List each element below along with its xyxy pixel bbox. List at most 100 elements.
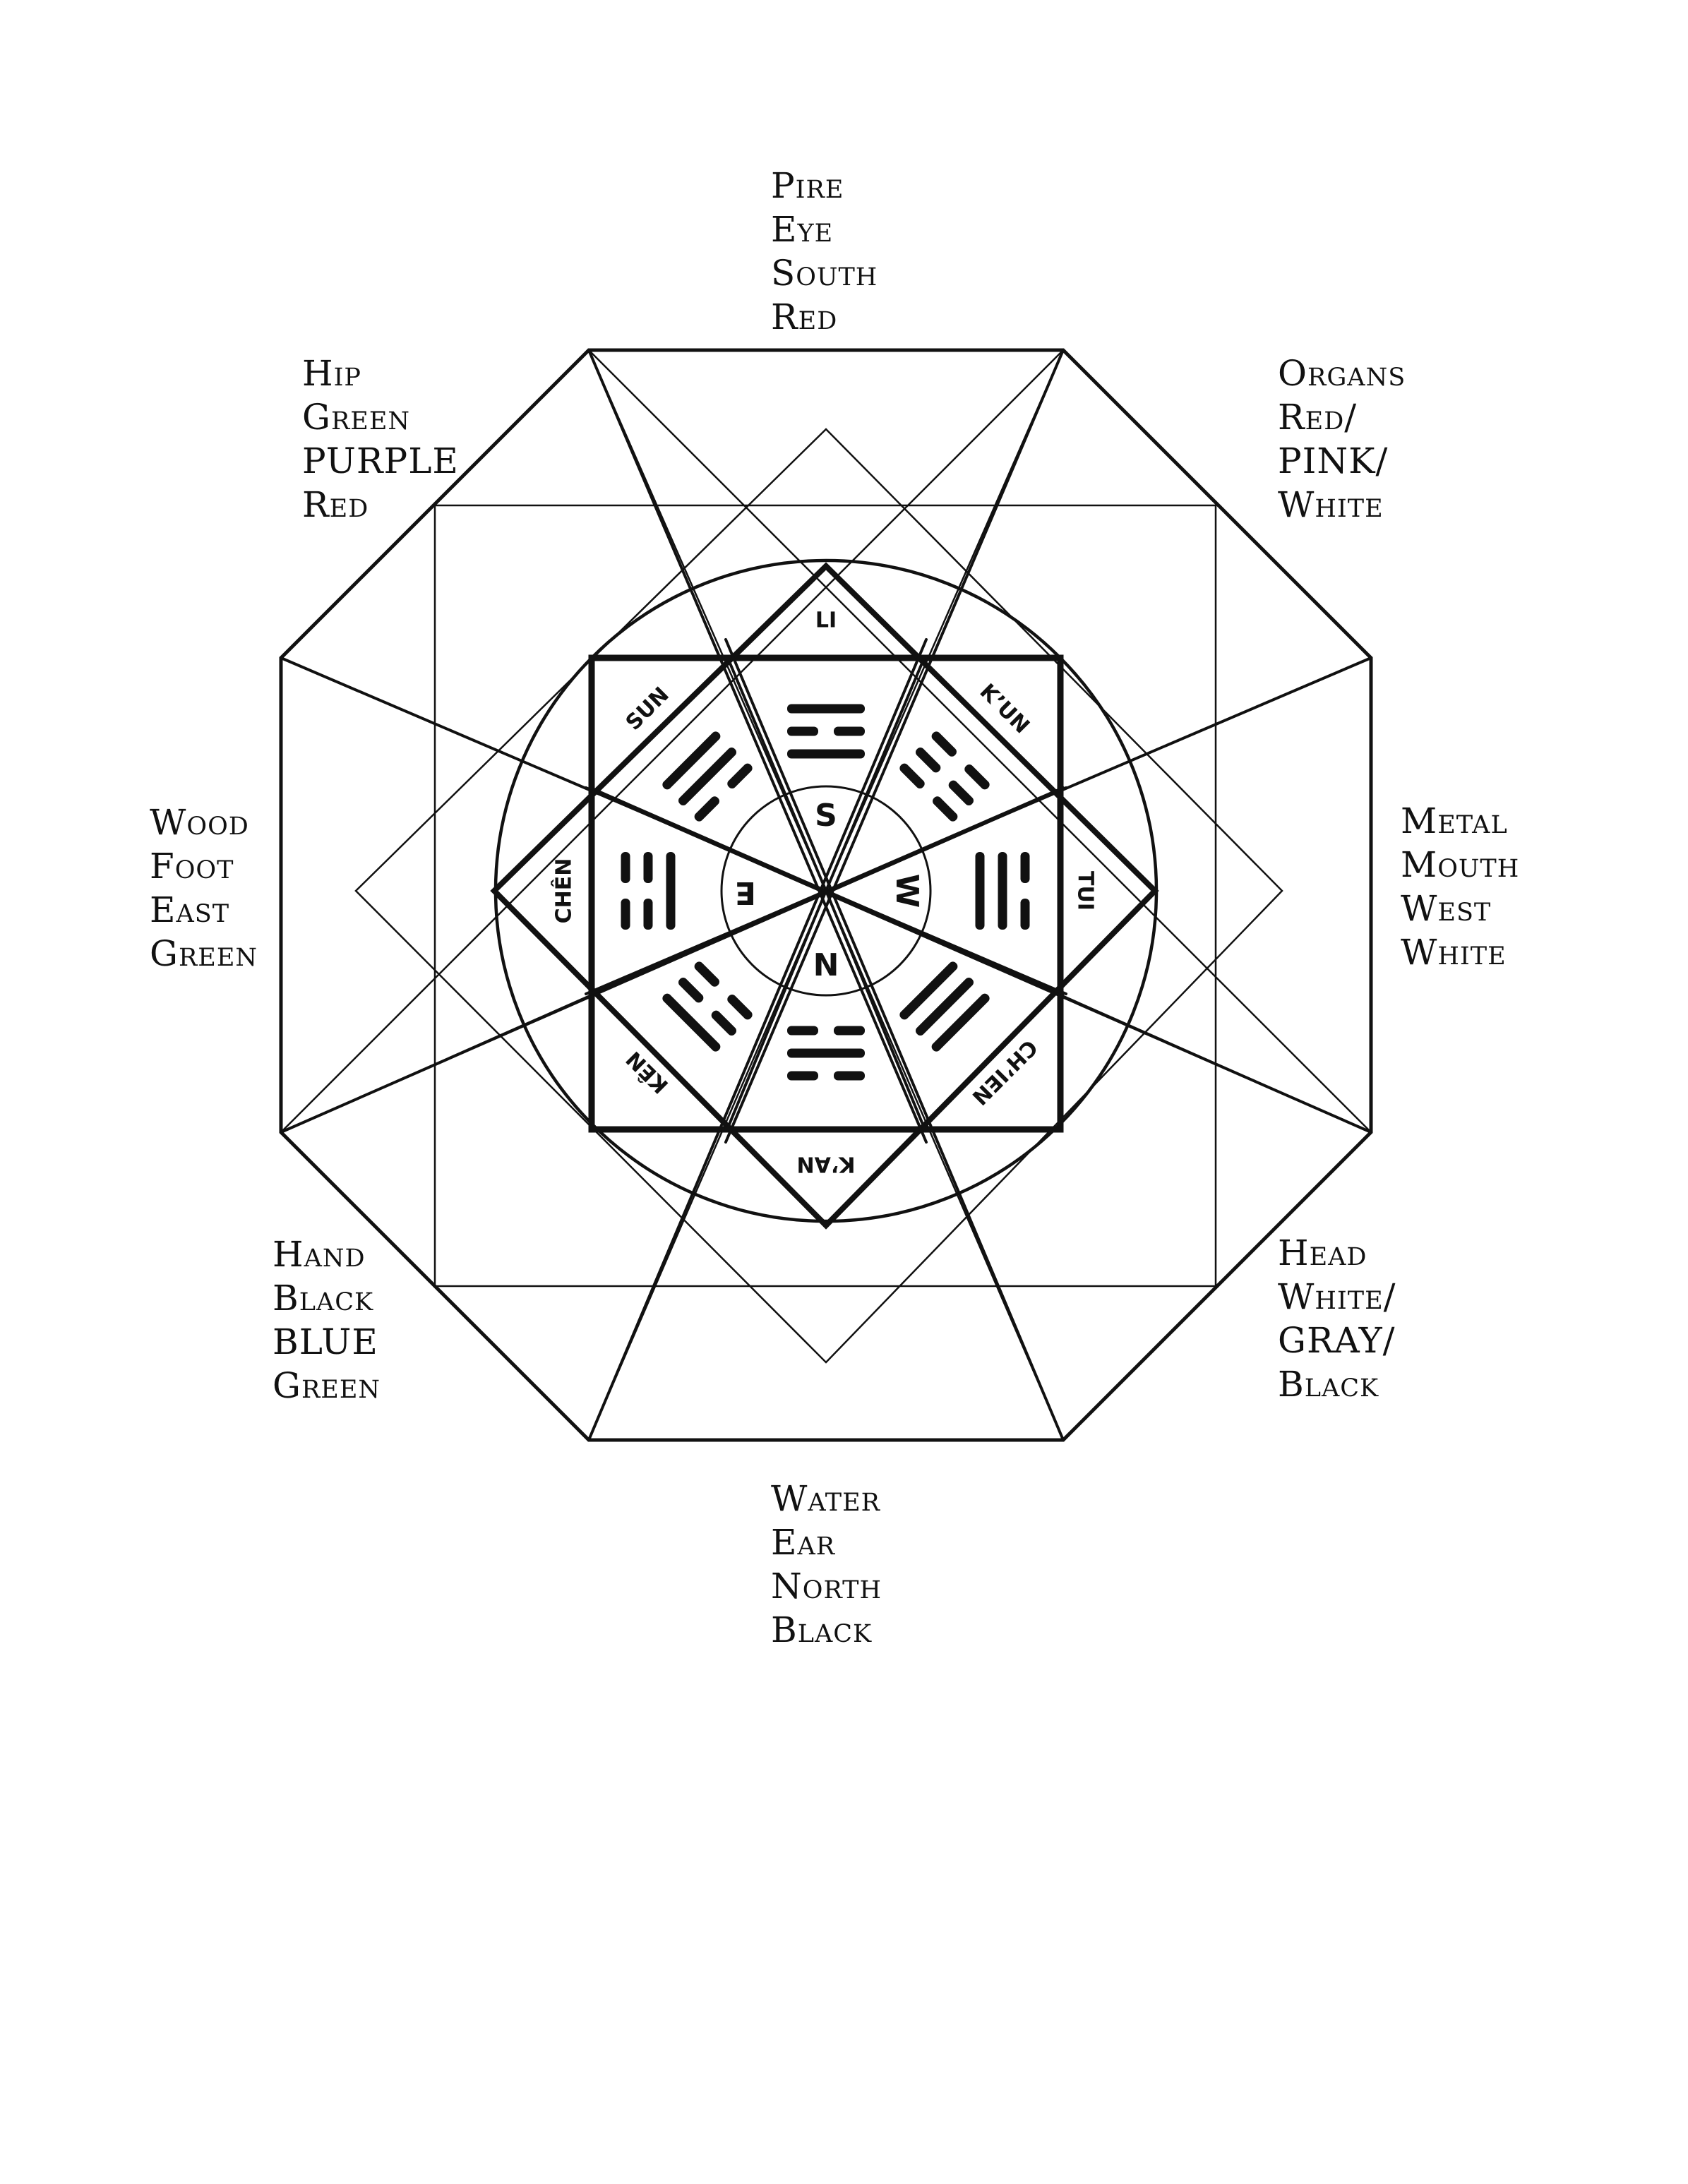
trigram-bar-broken — [964, 764, 990, 790]
label-line: Red/ — [1278, 397, 1358, 438]
trigram-bar-broken — [787, 1026, 818, 1036]
sector-line — [825, 786, 1065, 892]
trigram-tui — [975, 852, 1030, 930]
trigram-marks — [621, 704, 1030, 1081]
trigram-bar-broken — [727, 763, 753, 788]
trigram-bar-broken — [834, 726, 865, 736]
trigram-bar-solid — [662, 993, 721, 1052]
label-line: South — [771, 253, 878, 294]
label-line: North — [771, 1566, 882, 1607]
trigram-bar-solid — [678, 747, 737, 806]
trigram-bar-solid — [787, 749, 865, 759]
thick-diamond — [490, 562, 1159, 1230]
trigram-bar-broken — [899, 763, 925, 788]
trigram-bar-solid — [899, 961, 958, 1020]
label-line: White — [1278, 484, 1384, 525]
direction-south: S — [815, 798, 837, 834]
thick-square — [588, 654, 1064, 1133]
trigram-bar-broken — [933, 796, 958, 822]
trigram-bar-broken — [694, 961, 719, 987]
trigram-bar-broken — [787, 726, 818, 736]
direction-north: N — [813, 947, 839, 983]
trigram-bar-broken — [711, 1010, 737, 1036]
label-top: Pire Eye South Red — [771, 164, 878, 339]
label-line: Black — [273, 1278, 374, 1319]
label-top-left: Hip Green PURPLE Red — [302, 352, 459, 527]
label-line: West — [1401, 888, 1492, 929]
trigram-bar-solid — [915, 977, 974, 1036]
trigram-bar-solid — [931, 993, 990, 1052]
trigram-bar-broken — [787, 1071, 818, 1081]
label-line: Organs — [1278, 353, 1406, 394]
label-line: Green — [150, 933, 258, 974]
trigram-bar-broken — [834, 1026, 865, 1036]
trigram-bar-solid — [662, 731, 721, 790]
diagonal-line — [587, 889, 827, 1441]
trigram-bar-broken — [1020, 852, 1030, 883]
trigram-bar-broken — [1020, 899, 1030, 930]
trigram-li — [787, 704, 865, 759]
trigram-bar-broken — [678, 977, 704, 1003]
label-line: Water — [771, 1478, 880, 1519]
label-right: Metal Mouth West White — [1401, 799, 1519, 974]
label-bottom: Water Ear North Black — [771, 1477, 882, 1652]
inner-circle — [720, 785, 932, 997]
thin-square — [433, 504, 1217, 1288]
direction-west: W — [889, 874, 925, 908]
label-line: GRAY/ — [1278, 1320, 1396, 1361]
label-line: Foot — [150, 846, 234, 887]
corner-diagonal — [280, 349, 1065, 1134]
star-line — [724, 638, 1065, 1441]
label-line: Hand — [273, 1234, 366, 1275]
sector-line — [589, 786, 827, 892]
label-line: Red — [771, 296, 838, 337]
trigram-kun — [899, 731, 990, 822]
trigram-sun — [662, 731, 753, 822]
trigram-chen — [621, 852, 676, 930]
direction-east: E — [735, 875, 756, 911]
label-left: Wood Foot East Green — [150, 800, 258, 976]
label-top-right: Organs Red/ PINK/ White — [1278, 352, 1406, 527]
trigram-bar-broken — [948, 780, 974, 806]
sector-line — [825, 889, 1065, 995]
label-line: PURPLE — [302, 440, 459, 481]
label-line: Green — [273, 1365, 381, 1406]
star-line — [587, 638, 928, 1441]
label-line: Hip — [302, 353, 361, 394]
trigram-bar-solid — [787, 1048, 865, 1058]
geometry-lines — [279, 348, 1373, 1442]
trigram-bar-broken — [931, 731, 957, 757]
label-line: Mouth — [1401, 844, 1520, 885]
star-line — [587, 349, 928, 1144]
label-line: BLUE — [273, 1321, 378, 1362]
label-line: Green — [302, 397, 411, 438]
trigram-name-tui: TUI — [1073, 871, 1098, 911]
label-line: Metal — [1401, 800, 1508, 841]
trigram-bar-broken — [643, 852, 653, 883]
trigram-bar-broken — [727, 995, 753, 1020]
sector-line — [726, 655, 827, 892]
trigram-bar-broken — [915, 747, 941, 773]
sector-line — [825, 655, 926, 892]
label-line: East — [150, 889, 230, 930]
label-line: Pire — [771, 165, 844, 206]
label-line: White — [1401, 932, 1507, 973]
trigram-ken — [662, 961, 753, 1052]
label-line: PINK/ — [1278, 440, 1389, 481]
diagonal-line — [825, 889, 1065, 1441]
label-bottom-right: Head White/ GRAY/ Black — [1278, 1231, 1396, 1406]
trigram-name-ken: KÊN — [621, 1046, 674, 1098]
trigram-name-li: LI — [815, 608, 837, 633]
label-bottom-left: Hand Black BLUE Green — [273, 1232, 381, 1408]
trigram-bar-broken — [621, 852, 630, 883]
direction-letters: S W N E — [735, 798, 925, 983]
trigram-name-kun: K’UN — [975, 679, 1034, 738]
trigram-bar-broken — [643, 899, 653, 930]
label-line: Ear — [771, 1522, 836, 1563]
sector-line — [726, 889, 827, 1131]
trigram-name-sun: SUN — [621, 683, 674, 736]
trigram-chien — [899, 961, 990, 1052]
label-line: Eye — [771, 209, 834, 250]
trigram-bar-broken — [621, 899, 630, 930]
